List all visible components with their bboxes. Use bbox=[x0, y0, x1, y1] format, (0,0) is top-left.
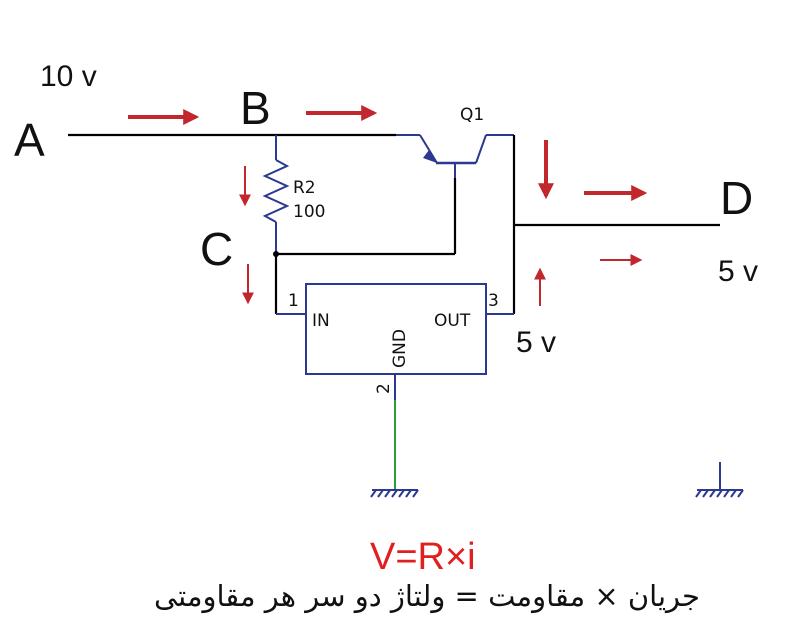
transistor-q1 bbox=[419, 134, 514, 178]
regulator-gnd-label: GND bbox=[390, 329, 410, 368]
resistor-r2 bbox=[262, 135, 290, 254]
node-a-label: A bbox=[14, 114, 45, 166]
voltage-input-label: 10 v bbox=[40, 60, 97, 93]
node-b-label: B bbox=[240, 82, 271, 134]
node-d-label: D bbox=[720, 172, 753, 224]
regulator-pin2-number: 2 bbox=[374, 383, 394, 394]
voltage-d-label: 5 v bbox=[718, 255, 758, 288]
regulator-out-label: OUT bbox=[434, 311, 471, 331]
node-c-label: C bbox=[200, 223, 233, 275]
ground-symbol-left bbox=[370, 489, 419, 498]
resistor-value-label: 100 bbox=[293, 202, 325, 222]
voltage-out-label: 5 v bbox=[516, 326, 556, 359]
formula-text: V=R×i bbox=[370, 536, 476, 578]
regulator-pin3-number: 3 bbox=[488, 291, 499, 311]
resistor-ref-label: R2 bbox=[293, 178, 316, 198]
transistor-ref-label: Q1 bbox=[460, 105, 484, 125]
ground-symbol-right bbox=[695, 462, 744, 498]
regulator-pin1-number: 1 bbox=[288, 291, 299, 311]
regulator-in-label: IN bbox=[312, 311, 330, 331]
caption-text: جریان × مقاومت = ولتاژ دو سر هر مقاومتی bbox=[154, 579, 700, 613]
